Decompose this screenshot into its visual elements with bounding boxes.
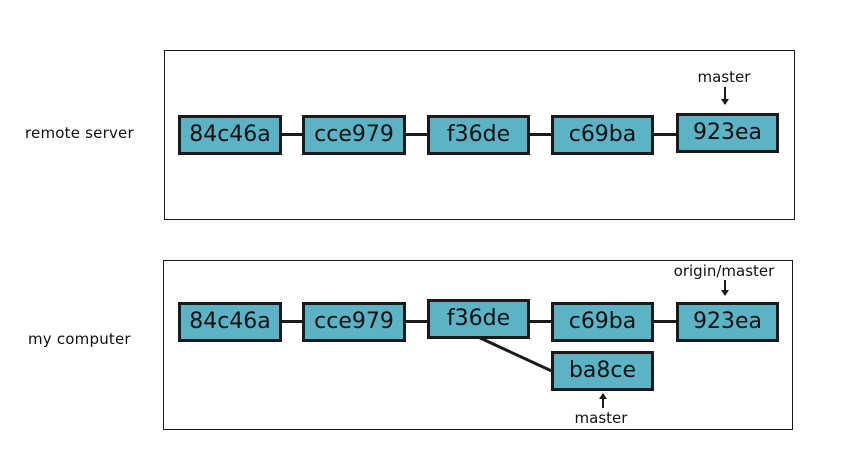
remote-commit-cce979[interactable]: cce979	[302, 115, 406, 155]
my-computer-label: my computer	[28, 330, 131, 348]
local-commit-923ea[interactable]: 923ea	[676, 302, 779, 342]
local-commit-f36de[interactable]: f36de	[427, 299, 530, 339]
local-link-3	[529, 320, 552, 323]
local-link-2	[405, 320, 428, 323]
local-commit-cce979[interactable]: cce979	[302, 302, 406, 342]
local-commit-c69ba[interactable]: c69ba	[551, 302, 654, 342]
remote-commit-84c46a[interactable]: 84c46a	[178, 115, 282, 155]
local-master-arrow	[599, 393, 606, 408]
local-link-4	[653, 320, 677, 323]
remote-master-pointer: master	[697, 68, 751, 86]
local-master-pointer: master	[574, 409, 628, 427]
local-link-1	[281, 320, 304, 323]
origin-master-arrow	[721, 280, 728, 296]
remote-link-1	[281, 133, 304, 136]
branch-diagonal-line	[477, 335, 557, 375]
origin-master-pointer: origin/master	[673, 262, 775, 280]
my-computer-panel	[163, 260, 793, 430]
local-commit-84c46a[interactable]: 84c46a	[178, 302, 282, 342]
remote-commit-c69ba[interactable]: c69ba	[551, 115, 654, 155]
remote-master-arrow	[721, 87, 728, 105]
local-commit-ba8ce[interactable]: ba8ce	[551, 351, 654, 391]
remote-link-2	[405, 133, 428, 136]
remote-commit-923ea[interactable]: 923ea	[676, 113, 779, 153]
remote-server-label: remote server	[25, 124, 134, 142]
remote-link-3	[529, 133, 552, 136]
remote-commit-f36de[interactable]: f36de	[427, 115, 530, 155]
remote-link-4	[653, 133, 677, 136]
